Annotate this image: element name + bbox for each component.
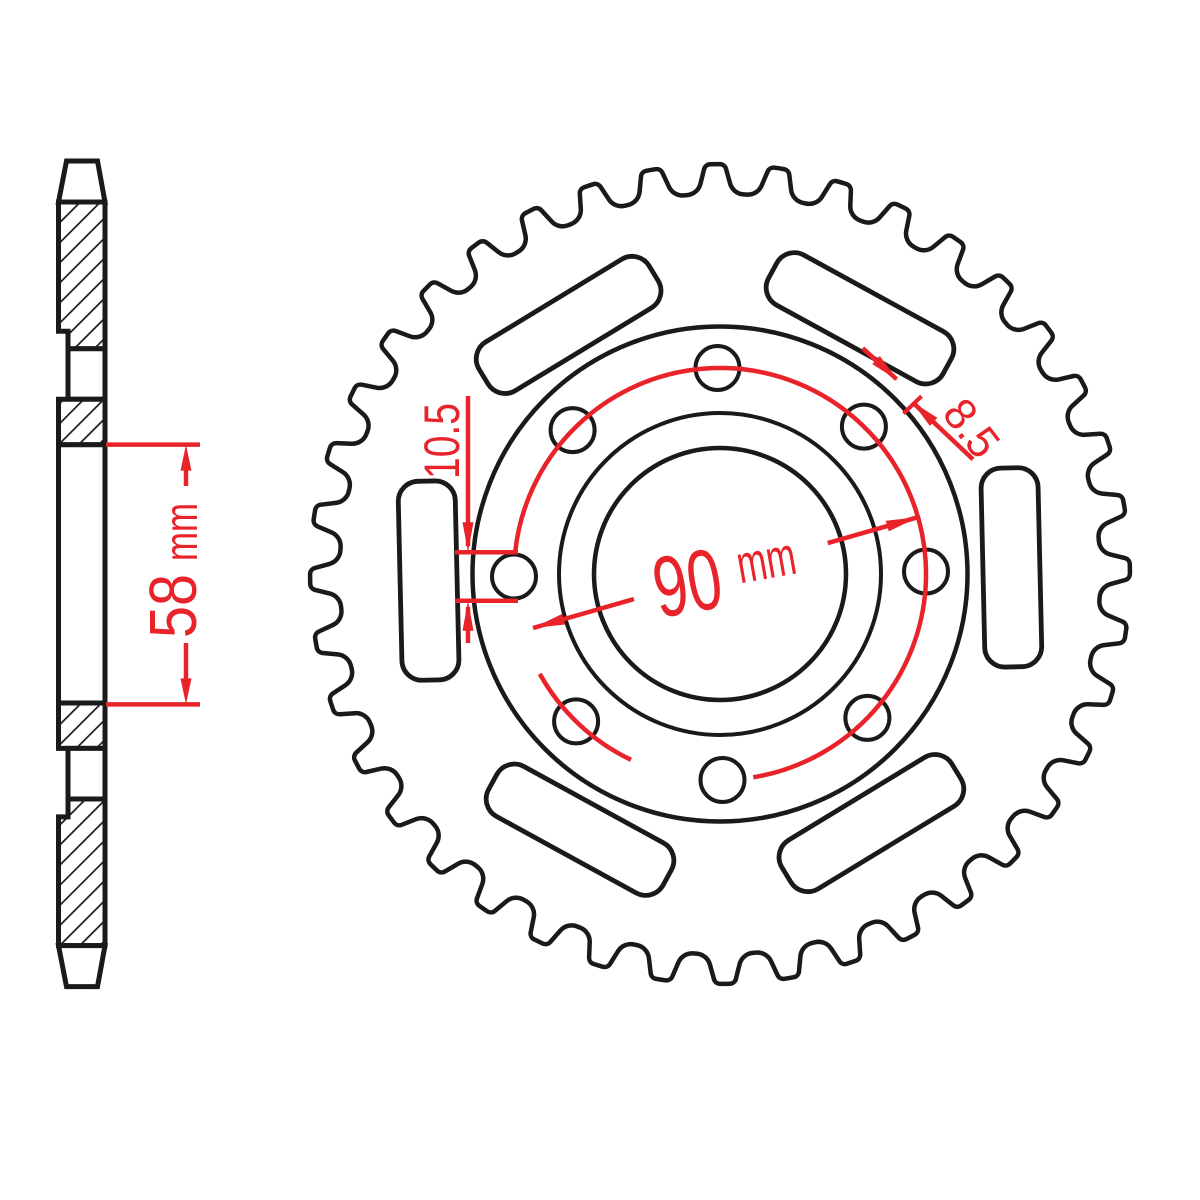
svg-text:mm: mm bbox=[732, 526, 801, 595]
svg-text:90: 90 bbox=[646, 530, 730, 636]
svg-text:mm: mm bbox=[155, 503, 207, 561]
svg-text:58: 58 bbox=[136, 574, 211, 638]
svg-text:10.5: 10.5 bbox=[414, 403, 470, 479]
